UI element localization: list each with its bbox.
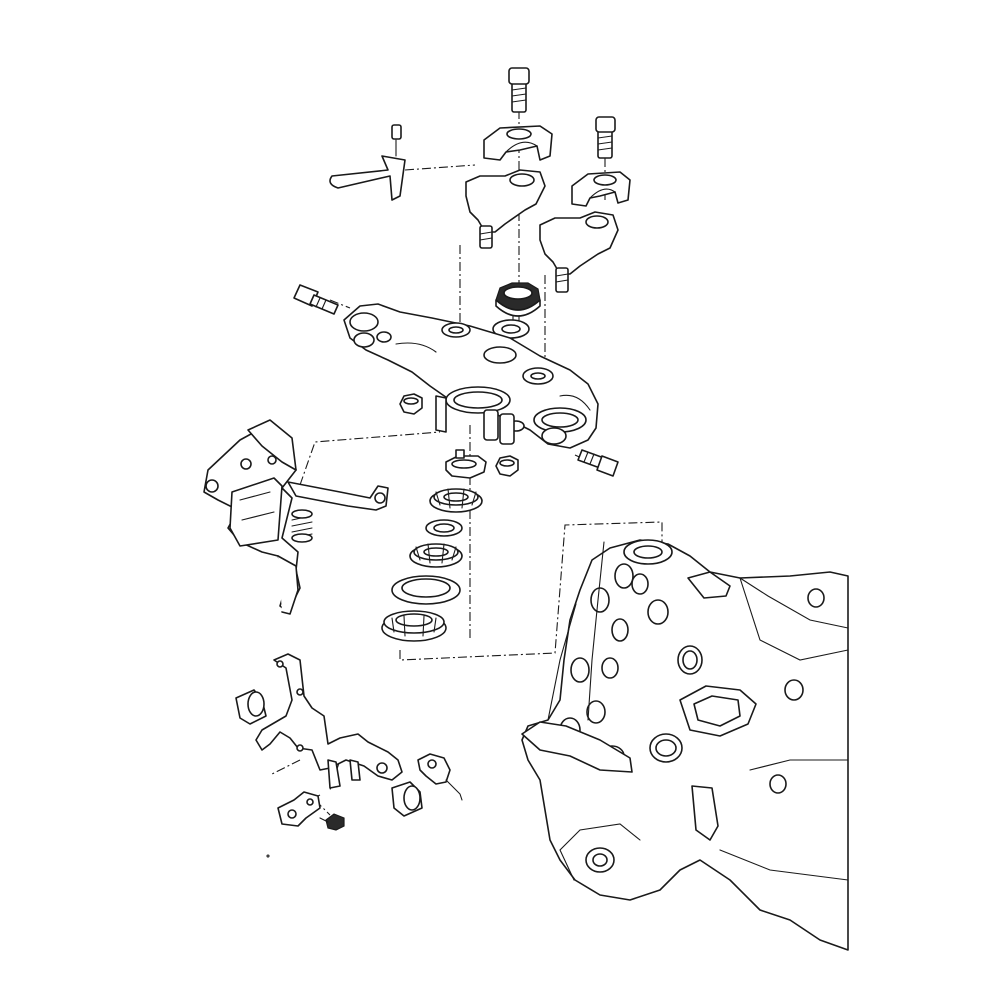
handlebar-clamp-bolt-left (508, 67, 530, 113)
rubber-mount-left (235, 689, 267, 725)
upper-handlebar-holder-right (571, 171, 631, 207)
bracket-assembly (203, 419, 389, 615)
upper-handlebar-holder-left (483, 125, 553, 161)
washer (492, 319, 530, 339)
spring (291, 509, 313, 543)
clamp-plate (277, 791, 321, 827)
lower-handlebar-holder-left (465, 169, 546, 249)
dust-seal (391, 575, 461, 605)
lock-washer (445, 449, 487, 479)
flange-nut-left (399, 393, 423, 415)
screw (319, 813, 345, 831)
cable-guide (329, 124, 406, 201)
locknut-upper (429, 488, 483, 513)
top-bridge (343, 303, 599, 449)
steering-stem-nut (495, 282, 541, 317)
lower-handlebar-holder-right (539, 211, 619, 293)
lower-bracket (255, 653, 463, 801)
handlebar-clamp-bolt-right (595, 116, 616, 159)
pinch-bolt-right (577, 449, 619, 477)
flange-nut-right (495, 455, 519, 477)
frame (521, 539, 849, 951)
adjusting-nut (409, 543, 463, 568)
rubber-mount-right (391, 781, 423, 817)
rubber-washer (425, 519, 463, 537)
pinch-bolt-left (293, 284, 339, 315)
bearing-race (381, 610, 447, 642)
